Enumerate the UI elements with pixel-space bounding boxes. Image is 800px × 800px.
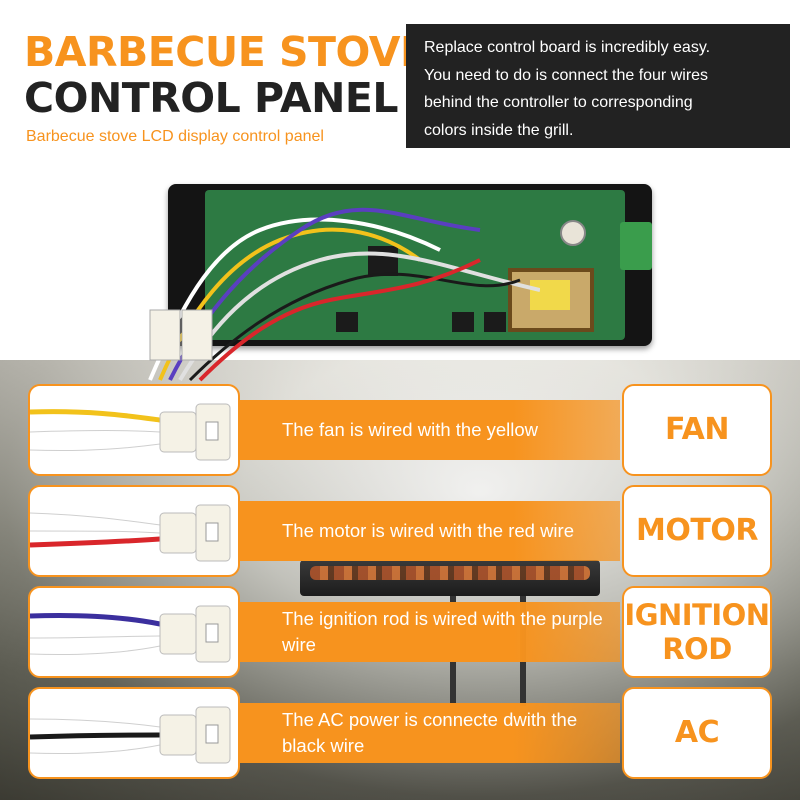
orange-band (240, 400, 620, 460)
connector-icon (30, 403, 231, 461)
capacitor (560, 220, 586, 246)
info-line: You need to do is connect the four wires (424, 66, 709, 84)
ac-wire-image (28, 687, 240, 779)
connector-icon (30, 605, 231, 663)
wire-row-fan: The fan is wired with the yellow FAN (0, 384, 800, 476)
info-line: colors inside the grill. (424, 121, 574, 139)
microchip (368, 246, 398, 276)
row-description: The ignition rod is wired with the purpl… (282, 608, 603, 655)
fan-wire-image (28, 384, 240, 476)
connector-icon (30, 706, 231, 764)
label-fan: FAN (622, 384, 772, 476)
title-line-1: BARBECUE STOVE (24, 28, 428, 76)
wire-row-motor: The motor is wired with the red wire MOT… (0, 485, 800, 577)
orange-band (240, 703, 620, 763)
row-description: The AC power is connecte dwith the black… (282, 709, 578, 756)
label-ac: AC (622, 687, 772, 779)
label-ignition-rod: IGNITION ROD (622, 586, 772, 678)
transformer-core (530, 280, 570, 310)
wire-bundle-icon (148, 207, 540, 382)
info-line: Replace control board is incredibly easy… (424, 39, 711, 56)
subtitle: Barbecue stove LCD display control panel (26, 128, 324, 145)
wire-row-ac: The AC power is connecte dwith the black… (0, 687, 800, 779)
grill-food (310, 566, 590, 580)
connector-socket (452, 312, 474, 332)
transformer (508, 268, 594, 332)
connector-socket (336, 312, 358, 332)
connector-socket (484, 312, 506, 332)
connector-icon (30, 504, 231, 562)
row-description: The motor is wired with the red wire (282, 520, 574, 541)
orange-band (240, 501, 620, 561)
label-motor: MOTOR (622, 485, 772, 577)
ignition-wire-image (28, 586, 240, 678)
row-description: The fan is wired with the yellow (282, 419, 539, 440)
motor-wire-image (28, 485, 240, 577)
orange-band (240, 602, 620, 662)
info-box: Replace control board is incredibly easy… (406, 24, 790, 148)
info-line: behind the controller to corresponding (424, 94, 693, 111)
title-line-2: CONTROL PANEL (24, 74, 399, 122)
wire-row-ignition: The ignition rod is wired with the purpl… (0, 586, 800, 678)
terminal-block (620, 222, 652, 270)
